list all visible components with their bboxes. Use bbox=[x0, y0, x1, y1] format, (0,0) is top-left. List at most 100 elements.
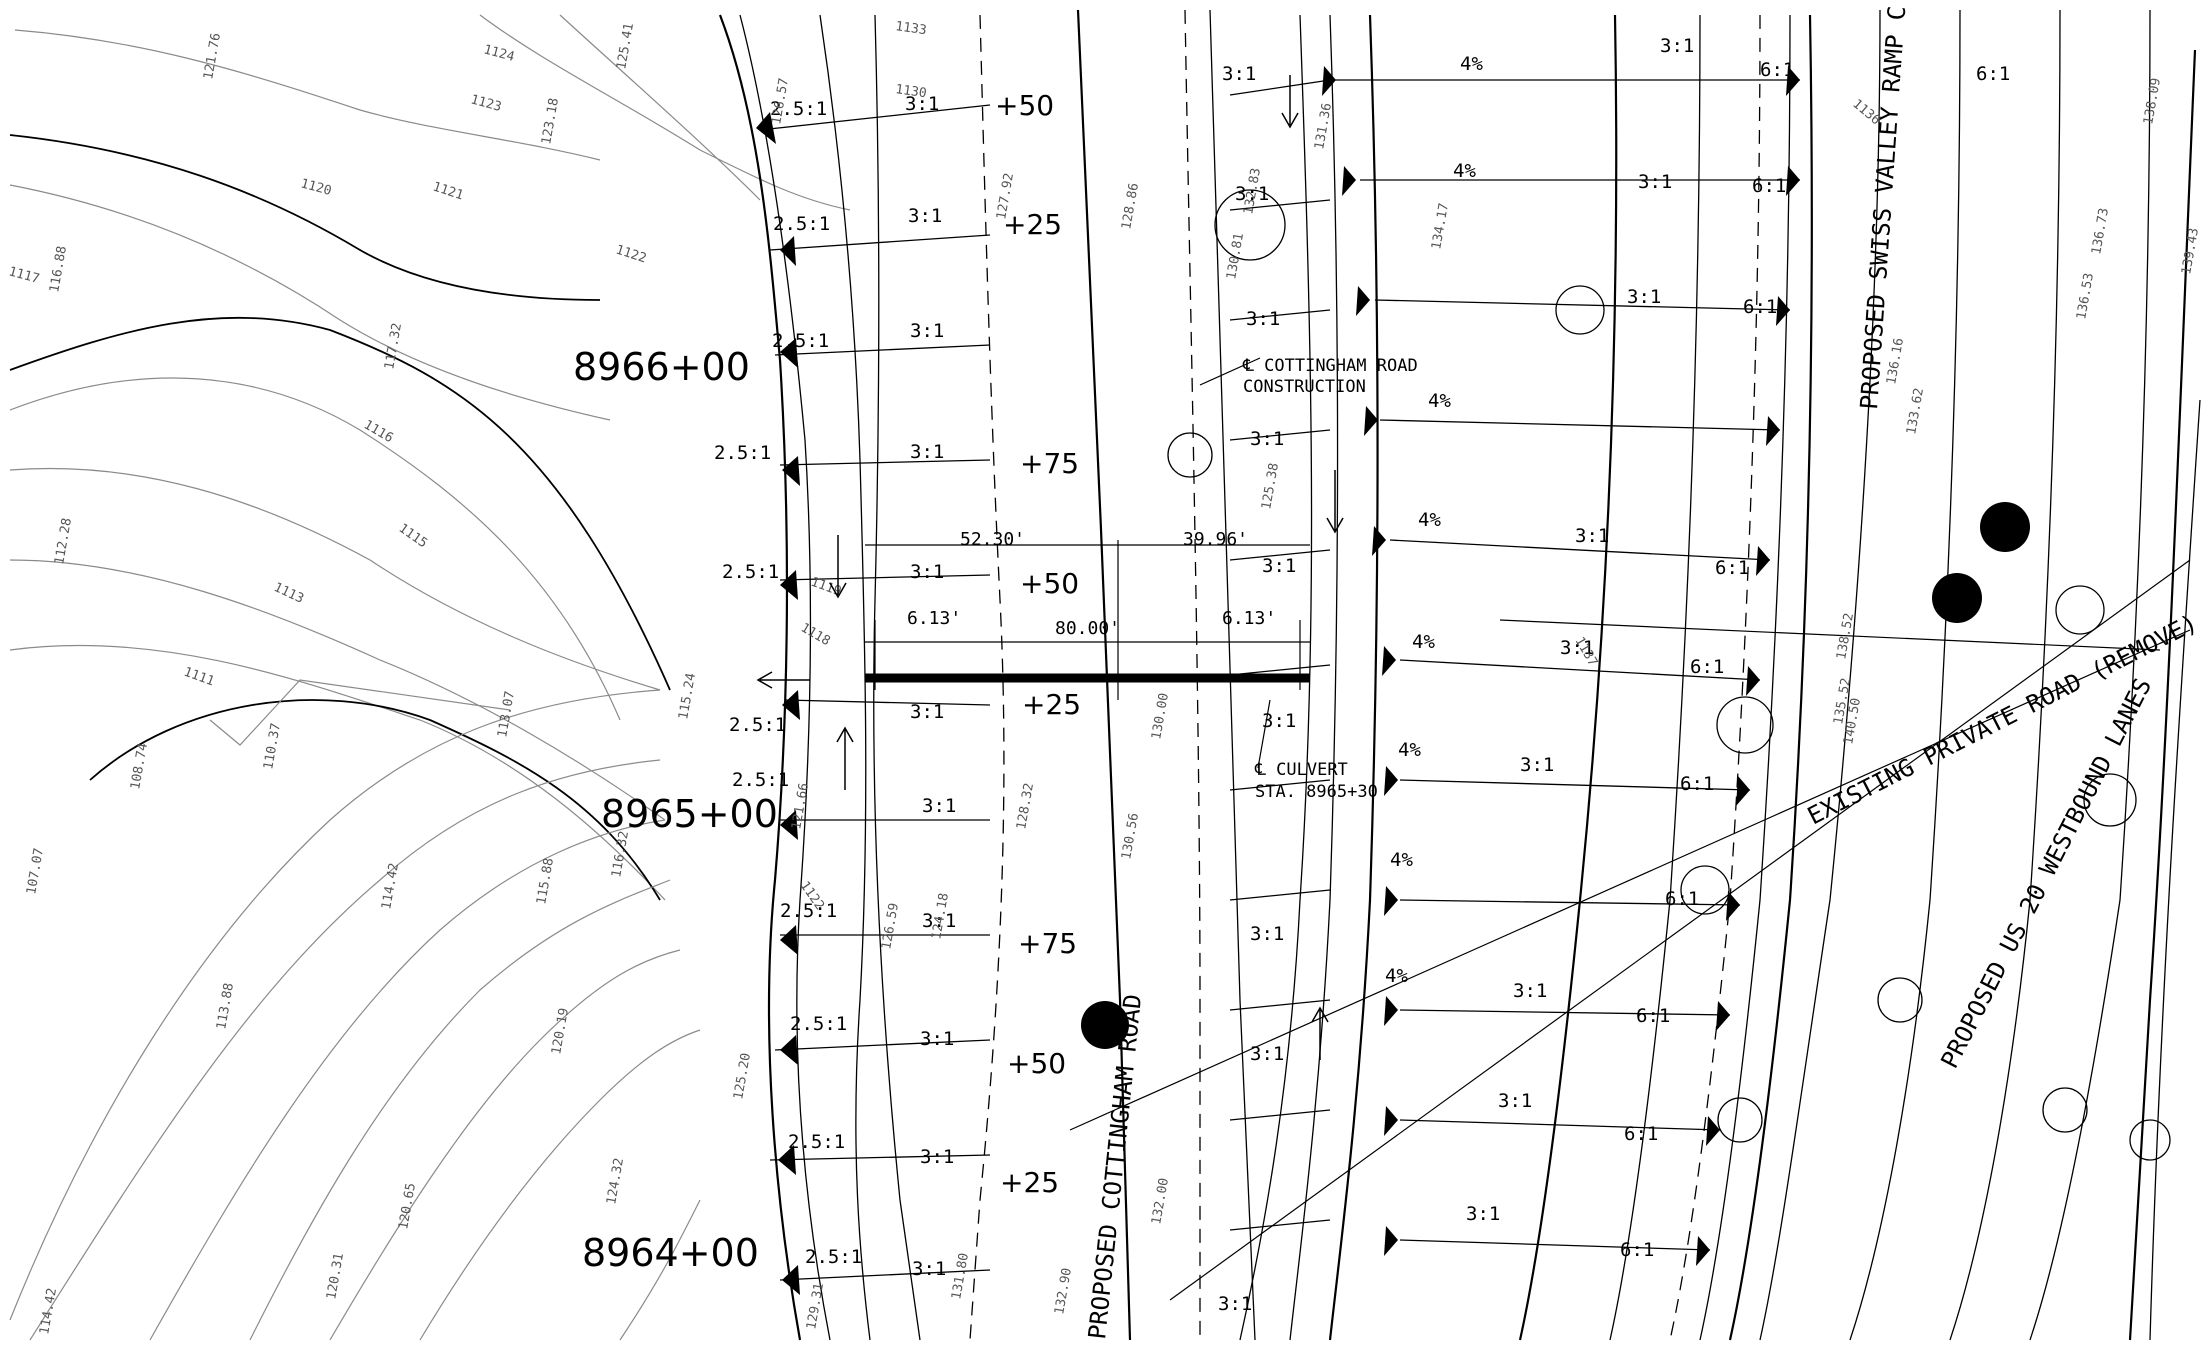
elevation-label: 110.37 bbox=[261, 722, 284, 771]
station-ticks: +50 +25 +75 +50 +25 +75 +50 +25 bbox=[995, 89, 1081, 1199]
elevation-label: 136.53 bbox=[2074, 272, 2097, 321]
slope-label: 4% bbox=[1428, 390, 1451, 412]
slope-label: 3:1 bbox=[1246, 308, 1280, 330]
elevation-label: 125.41 bbox=[614, 22, 637, 71]
slope-labels: 2.5:1 2.5:1 2.5:1 2.5:1 2.5:1 2.5:1 2.5:… bbox=[714, 35, 2010, 1315]
elevation-label: 115.24 bbox=[676, 672, 699, 721]
slope-label: 3:1 bbox=[1575, 525, 1609, 547]
tick-label: +25 bbox=[1003, 208, 1062, 241]
contour-label: 1120 bbox=[299, 176, 333, 199]
slope-label: 6:1 bbox=[1690, 656, 1724, 678]
station-8966: 8966+00 bbox=[573, 345, 750, 389]
elevation-label: 113.88 bbox=[214, 982, 237, 1031]
slope-label: 3:1 bbox=[1466, 1203, 1500, 1225]
slope-label: 3:1 bbox=[1560, 637, 1594, 659]
slope-label: 2.5:1 bbox=[805, 1246, 862, 1268]
slope-label: 2.5:1 bbox=[732, 769, 789, 791]
elevation-label: 130.81 bbox=[1224, 232, 1247, 281]
slope-label: 3:1 bbox=[1235, 183, 1269, 205]
markers bbox=[1081, 502, 2030, 1049]
station-8965: 8965+00 bbox=[601, 792, 778, 836]
elevation-label: 132.00 bbox=[1149, 1177, 1172, 1226]
slope-label: 2.5:1 bbox=[714, 442, 771, 464]
elevation-label: 138.09 bbox=[2141, 77, 2164, 126]
elevation-label: 114.42 bbox=[37, 1287, 60, 1336]
contour-label: 1117 bbox=[7, 264, 41, 287]
private-road-name: EXISTING PRIVATE ROAD (REMOVE) bbox=[1803, 609, 2201, 831]
elevation-label: 131.36 bbox=[1312, 102, 1335, 151]
dimension-39-96: 39.96' bbox=[1183, 529, 1248, 550]
tick-label: +75 bbox=[1018, 927, 1077, 960]
elevation-label: 113.07 bbox=[495, 690, 518, 739]
elevation-label: 125.20 bbox=[731, 1052, 754, 1101]
elevation-label: 124.32 bbox=[604, 1157, 627, 1206]
slope-label: 3:1 bbox=[910, 561, 944, 583]
slope-label: 2.5:1 bbox=[722, 561, 779, 583]
slope-label: 3:1 bbox=[920, 1028, 954, 1050]
cottingham-road-lines bbox=[718, 9, 1379, 1341]
slope-label: 6:1 bbox=[1976, 63, 2010, 85]
elevation-label: 132.90 bbox=[1052, 1267, 1075, 1316]
slope-label: 3:1 bbox=[1222, 63, 1256, 85]
dimension-6-13-right: 6.13' bbox=[1222, 608, 1276, 629]
elevation-label: 125.38 bbox=[1259, 462, 1282, 511]
slope-bars bbox=[756, 66, 1800, 1295]
slope-label: 6:1 bbox=[1715, 557, 1749, 579]
flow-arrow-icon bbox=[1311, 1006, 1329, 1060]
elevation-label: 115.88 bbox=[534, 857, 557, 906]
elevation-label: 121.66 bbox=[789, 782, 812, 831]
elevation-label: 112.28 bbox=[52, 517, 75, 566]
callouts: ℄ COTTINGHAM ROAD CONSTRUCTION ℄ CULVERT… bbox=[1242, 356, 1418, 802]
slope-label: 2.5:1 bbox=[790, 1013, 847, 1035]
flow-arrow-icon bbox=[1326, 470, 1344, 534]
slope-label: 3:1 bbox=[922, 910, 956, 932]
slope-label: 6:1 bbox=[1680, 773, 1714, 795]
contour-label: 1118 bbox=[798, 620, 833, 649]
slope-label: 4% bbox=[1398, 739, 1421, 761]
slope-label: 4% bbox=[1385, 965, 1408, 987]
station-labels: 8966+00 8965+00 8964+00 bbox=[573, 345, 778, 1275]
survey-marker bbox=[1081, 1001, 1129, 1049]
contour-label: 1123 bbox=[469, 92, 503, 115]
elevation-label: 120.65 bbox=[396, 1182, 419, 1231]
trees bbox=[1167, 189, 2171, 1161]
slope-label: 3:1 bbox=[1218, 1293, 1252, 1315]
slope-label: 4% bbox=[1390, 849, 1413, 871]
slope-label: 4% bbox=[1460, 53, 1483, 75]
elevation-label: 107.07 bbox=[24, 847, 47, 896]
slope-label: 2.5:1 bbox=[773, 213, 830, 235]
dimension-80-00: 80.00' bbox=[1055, 618, 1120, 639]
slope-label: 4% bbox=[1412, 631, 1435, 653]
culvert bbox=[865, 357, 1310, 769]
elevation-label: 120.31 bbox=[324, 1252, 347, 1301]
flow-arrow-icon bbox=[836, 726, 854, 790]
elevation-label: 130.00 bbox=[1149, 692, 1172, 741]
elevation-label: 117.32 bbox=[382, 322, 405, 371]
slope-label: 3:1 bbox=[1520, 754, 1554, 776]
slope-label: 3:1 bbox=[1627, 286, 1661, 308]
flow-arrow-icon bbox=[829, 535, 847, 599]
slope-label: 3:1 bbox=[1638, 171, 1672, 193]
survey-marker bbox=[1932, 573, 1982, 623]
existing-contours bbox=[9, 14, 851, 1341]
station-8964: 8964+00 bbox=[582, 1231, 759, 1275]
contour-label: 1124 bbox=[482, 42, 516, 65]
slope-label: 3:1 bbox=[1660, 35, 1694, 57]
contour-label: 1122 bbox=[614, 243, 648, 267]
contour-label: 1133 bbox=[894, 19, 927, 38]
slope-label: 3:1 bbox=[910, 441, 944, 463]
slope-label: 3:1 bbox=[908, 205, 942, 227]
elevation-label: 134.17 bbox=[1429, 202, 1452, 251]
slope-label: 2.5:1 bbox=[729, 714, 786, 736]
slope-label: 6:1 bbox=[1743, 296, 1777, 318]
slope-label: 3:1 bbox=[1262, 555, 1296, 577]
elevation-label: 139.43 bbox=[2179, 227, 2201, 276]
elevation-label: 128.32 bbox=[1014, 782, 1037, 831]
elevation-label: 130.56 bbox=[1119, 812, 1142, 861]
slope-label: 6:1 bbox=[1665, 888, 1699, 910]
elevation-label: 136.73 bbox=[2089, 207, 2112, 256]
slope-label: 3:1 bbox=[912, 1258, 946, 1280]
slope-label: 6:1 bbox=[1620, 1239, 1654, 1261]
flow-arrow-icon bbox=[756, 671, 810, 689]
